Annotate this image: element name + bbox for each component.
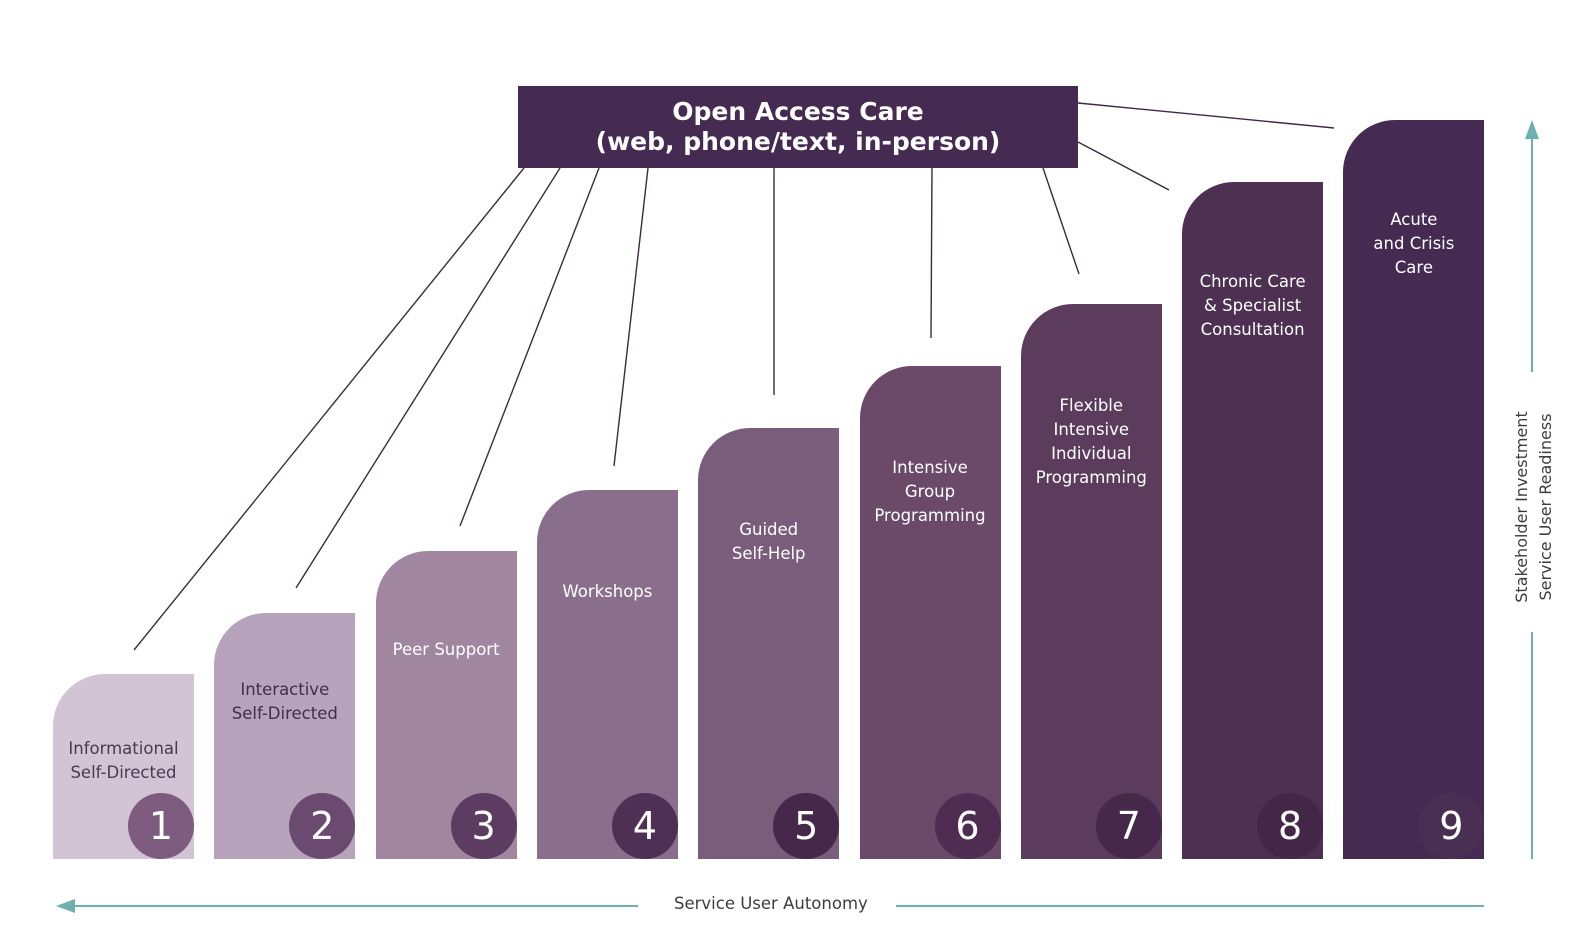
vertical-axis-label-line-1: Stakeholder Investment — [1512, 411, 1531, 603]
connector-line-9 — [1077, 102, 1335, 129]
step-label-line: Acute — [1390, 210, 1438, 229]
vertical-axis-label-line-2: Service User Readiness — [1536, 413, 1555, 601]
step-number-badge: 5 — [773, 793, 840, 859]
step-label-line: Consultation — [1200, 320, 1305, 339]
step-label-line: Programming — [874, 506, 986, 525]
step-label-line: Guided — [739, 520, 799, 539]
step-label-line: Flexible — [1059, 396, 1124, 415]
step-number-badge: 2 — [289, 793, 356, 859]
step-label-line: Self-Directed — [231, 704, 338, 723]
connector-line-4 — [613, 167, 649, 467]
step-label-line: Group — [904, 482, 956, 501]
connector-line-1 — [133, 167, 525, 651]
step-label: Peer Support — [376, 638, 517, 662]
step-label-line: Interactive — [240, 680, 330, 699]
step-label-line: Intensive — [892, 458, 968, 477]
step-label-line: Intensive — [1053, 420, 1130, 439]
connector-line-3 — [459, 167, 600, 527]
connector-line-7 — [1042, 167, 1080, 275]
step-label-line: Peer Support — [392, 640, 500, 659]
step-label-line: Programming — [1035, 468, 1147, 487]
step-label-line: Self-Help — [731, 544, 806, 563]
connector-line-8 — [1077, 141, 1170, 191]
step-3: Peer Support 3 — [375, 551, 517, 859]
step-4: Workshops 4 — [536, 490, 678, 859]
step-label-line: Individual — [1051, 444, 1132, 463]
header-subtitle: (web, phone/text, in-person) — [595, 127, 1001, 156]
vertical-axis-label: Stakeholder Investment Service User Read… — [1510, 411, 1558, 602]
horizontal-axis-label: Service User Autonomy — [674, 894, 868, 913]
header-title: Open Access Care — [672, 97, 924, 126]
vertical-axis-arrowhead — [1525, 120, 1539, 139]
step-label-line: and Crisis — [1373, 234, 1455, 253]
step-number-badge: 7 — [1095, 793, 1162, 859]
step-label-line: Informational — [68, 739, 179, 758]
step-number-badge: 6 — [934, 793, 1001, 859]
step-number-badge: 8 — [1257, 793, 1324, 859]
step-number-badge: 3 — [450, 793, 517, 859]
step-number-badge: 4 — [611, 793, 678, 859]
step-label: Workshops — [537, 580, 678, 604]
step-number-badge: 1 — [128, 793, 194, 859]
step-label-line: & Specialist — [1203, 296, 1302, 315]
step-label-line: Care — [1394, 258, 1433, 277]
step-number-badge: 9 — [1418, 793, 1485, 859]
connector-line-6 — [930, 167, 933, 339]
step-label-line: Chronic Care — [1199, 272, 1306, 291]
connector-line-2 — [295, 167, 561, 589]
step-label-line: Workshops — [562, 582, 653, 601]
horizontal-axis-arrowhead — [56, 899, 75, 913]
step-label-line: Self-Directed — [70, 763, 177, 782]
open-access-care-box: Open Access Care (web, phone/text, in-pe… — [518, 86, 1078, 168]
